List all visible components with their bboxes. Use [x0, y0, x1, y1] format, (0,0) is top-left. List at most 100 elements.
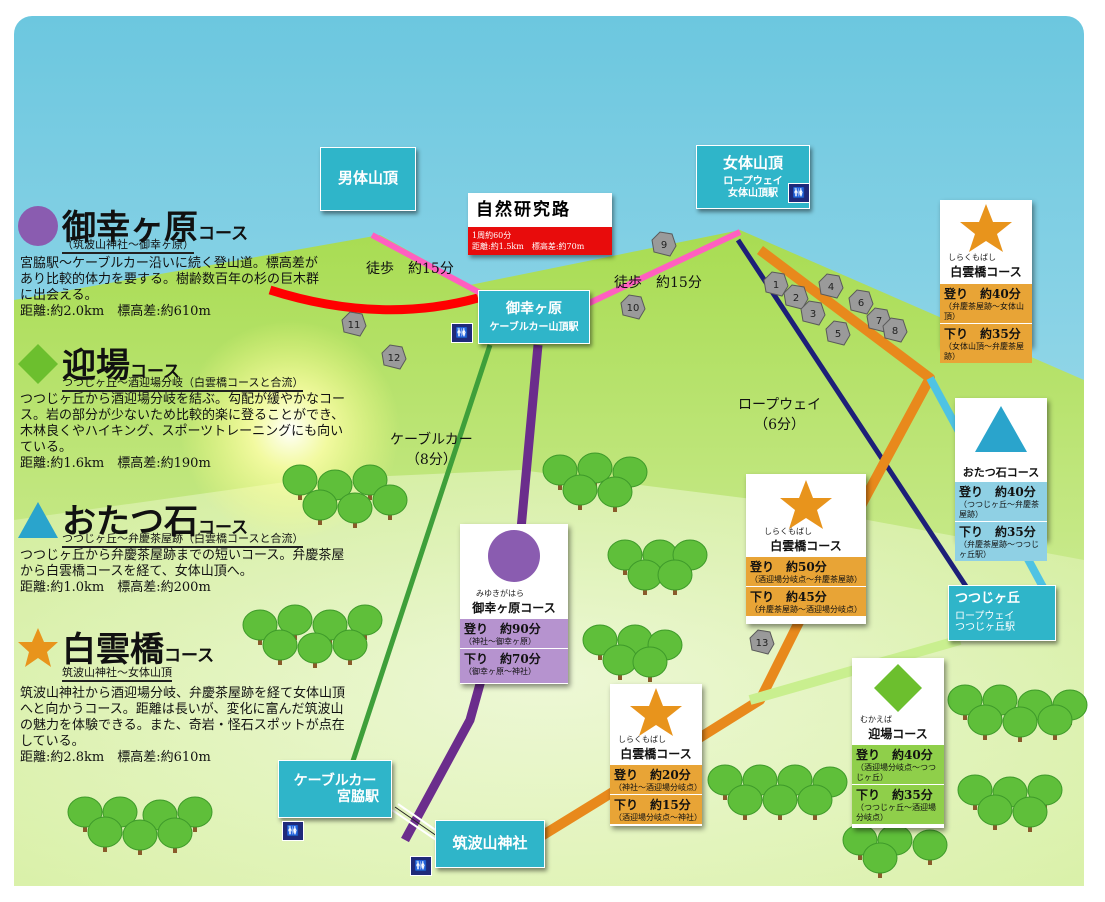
- pink-trail-left: [370, 232, 486, 298]
- shirakumobashi-card-low[interactable]: しらくもばし 白雲橋コース 登り 約20分 （神社～酒迎場分岐点） 下り 約15…: [610, 684, 702, 826]
- legend-star-icon: [16, 626, 60, 674]
- rock-spot-number: 8: [892, 326, 898, 337]
- star-icon: [960, 204, 1012, 252]
- legend-course-subtitle: 筑波山神社～女体山頂: [62, 664, 172, 682]
- tree-icon: [582, 624, 618, 656]
- star-icon: [630, 688, 682, 736]
- tree-icon: [657, 559, 693, 591]
- tsutsujigaoka-line1: つつじヶ丘: [955, 591, 1021, 607]
- mukaeba-card[interactable]: むかえば 迎場コース 登り 約40分 （酒迎場分岐点～つつじヶ丘） 下り 約35…: [852, 658, 944, 828]
- ropeway-line: [735, 238, 978, 602]
- card-course-name: 白雲橋コース: [770, 539, 842, 553]
- card-down-time: 下り 約35分: [856, 788, 933, 802]
- triangle-icon: [975, 406, 1027, 452]
- legend-course-title: 御幸ヶ原コース: [62, 200, 248, 249]
- card-up-sub: （つつじヶ丘～弁慶茶屋跡）: [959, 500, 1039, 519]
- cable-car-route-label: ケーブルカー （8分）: [390, 430, 473, 470]
- nature-trail-title: 自然研究路: [468, 193, 612, 227]
- star-icon-wrap: [746, 474, 866, 538]
- legend-course-description: つつじヶ丘から酒迎場分岐を結ぶ。勾配が緩やかなコース。岩の部分が少ないため比較的…: [20, 392, 350, 472]
- star-icon: [780, 480, 832, 529]
- tree-icon: [912, 829, 948, 861]
- shirakumobashi-card-top[interactable]: しらくもばし 白雲橋コース 登り 約40分 （弁慶茶屋跡～女体山頂） 下り 約3…: [940, 200, 1032, 363]
- legend-diamond-icon: [16, 342, 60, 390]
- tree-icon: [282, 464, 318, 496]
- card-up-sub: （弁慶茶屋跡～女体山頂）: [944, 302, 1024, 321]
- card-up-row: 登り 約40分 （つつじヶ丘～弁慶茶屋跡）: [955, 482, 1047, 521]
- tree-icon: [67, 796, 103, 828]
- tree-groups: [67, 452, 1088, 878]
- nyotai-summit-label: 女体山頂: [722, 153, 783, 172]
- rock-spot-number: 9: [661, 240, 667, 251]
- shirakumobashi-card-mid[interactable]: しらくもばし 白雲橋コース 登り 約50分 （酒迎場分岐点～弁慶茶屋跡） 下り …: [746, 474, 866, 624]
- tree-icon: [957, 774, 993, 806]
- walk-label-right: 徒歩 約15分: [614, 275, 702, 291]
- pink-trail-right: [583, 229, 742, 308]
- tree-icon: [967, 704, 1003, 736]
- cable-car-route-name: ケーブルカー: [390, 432, 473, 448]
- tsukubasan-jinja-label: 筑波山神社: [452, 834, 528, 853]
- tsukubasan-jinja-stamp[interactable]: 筑波山神社: [435, 820, 545, 868]
- nature-trail-info-2: 距離:約1.5km 標高差:約70m: [472, 242, 585, 251]
- card-ruby: しらくもばし: [764, 527, 812, 536]
- rock-spot-number: 13: [756, 638, 769, 649]
- card-up-time: 登り 約40分: [944, 287, 1021, 301]
- tree-icon: [707, 764, 743, 796]
- legend-course-title: 白雲橋コース: [62, 622, 214, 671]
- card-up-time: 登り 約40分: [856, 748, 933, 762]
- card-down-sub: （酒迎場分岐点～神社）: [614, 813, 702, 822]
- triangle-icon-wrap: [955, 398, 1047, 464]
- tree-icon: [562, 474, 598, 506]
- tree-icon: [262, 629, 298, 661]
- rock-spot-number: 2: [793, 293, 799, 304]
- cable-car-route-time: （8分）: [405, 452, 457, 468]
- rock-icon: [882, 317, 908, 343]
- legend-desc-text: 筑波山神社から酒迎場分岐、弁慶茶屋跡を経て女体山頂へと向かうコース。距離は長いが…: [20, 686, 346, 749]
- card-down-sub: （つつじヶ丘～酒迎場分岐点）: [856, 803, 936, 822]
- tsutsujigaoka-station-stamp[interactable]: つつじヶ丘 ロープウェイ つつじヶ丘駅: [948, 585, 1056, 641]
- cable-miyawaki-station-stamp[interactable]: ケーブルカー 宮脇駅: [278, 760, 392, 818]
- card-down-time: 下り 約15分: [614, 798, 691, 812]
- tree-icon: [302, 489, 338, 521]
- card-down-time: 下り 約70分: [464, 652, 541, 666]
- legend-title-suffix: コース: [198, 518, 249, 538]
- tree-icon: [332, 629, 368, 661]
- legend-desc-text: つつじヶ丘から弁慶茶屋跡までの短いコース。弁慶茶屋から白雲橋コースを経て、女体山…: [20, 548, 345, 579]
- tree-icon: [242, 609, 278, 641]
- tree-icon: [352, 464, 388, 496]
- card-ruby: みゆきがはら: [476, 589, 524, 598]
- tree-icon: [1002, 706, 1038, 738]
- tree-icon: [632, 646, 668, 678]
- card-course-name: 迎場コース: [868, 727, 928, 741]
- card-down-time: 下り 約45分: [750, 590, 827, 604]
- legend-title-suffix: コース: [164, 646, 215, 666]
- tree-icon: [177, 796, 213, 828]
- legend-title-main: おたつ石: [62, 502, 198, 542]
- rock-spot-number: 3: [810, 309, 816, 320]
- legend-title-main: 御幸ヶ原: [62, 208, 198, 248]
- restroom-icon: 🚻: [282, 821, 304, 841]
- legend-course-title: 迎場コース: [62, 338, 180, 387]
- card-course-name: おたつ石コース: [962, 466, 1040, 479]
- rock-icon: [620, 294, 646, 320]
- card-up-row: 登り 約20分 （神社～酒迎場分岐点）: [610, 765, 702, 794]
- rock-spot-number: 12: [388, 353, 401, 364]
- rock-icon: [763, 271, 789, 297]
- rock-spot-number: 6: [858, 298, 864, 309]
- rock-spot-number: 7: [876, 316, 882, 327]
- miyukigahara-card[interactable]: みゆきがはら 御幸ヶ原コース 登り 約90分 （神社～御幸ヶ原） 下り 約70分…: [460, 524, 568, 684]
- card-down-sub: （女体山頂～弁慶茶屋跡）: [944, 342, 1024, 361]
- legend-course-description: 宮脇駅～ケーブルカー沿いに続く登山道。標高差があり比較的体力を要する。樹齢数百年…: [20, 256, 320, 320]
- rock-icon: [818, 273, 844, 299]
- otatsuishi-card[interactable]: おたつ石コース 登り 約40分 （つつじヶ丘～弁慶茶屋跡） 下り 約35分 （弁…: [955, 398, 1047, 561]
- legend-course-subtitle: つつじヶ丘～弁慶茶屋跡（白雲橋コースと合流）: [62, 530, 304, 548]
- rock-icon: [381, 344, 407, 370]
- legend-stats: 距離:約1.6km 標高差:約190m: [20, 456, 211, 471]
- miyukigahara-stamp[interactable]: 御幸ヶ原 ケーブルカー山頂駅: [478, 290, 590, 344]
- green-diamond-icon: [874, 664, 922, 712]
- restroom-icon: 🚻: [410, 856, 432, 876]
- tree-icon: [337, 492, 373, 524]
- nantai-summit-stamp[interactable]: 男体山頂: [320, 147, 416, 211]
- rock-spot-number: 10: [627, 303, 640, 314]
- card-down-sub: （弁慶茶屋跡～つつじヶ丘駅）: [959, 540, 1039, 559]
